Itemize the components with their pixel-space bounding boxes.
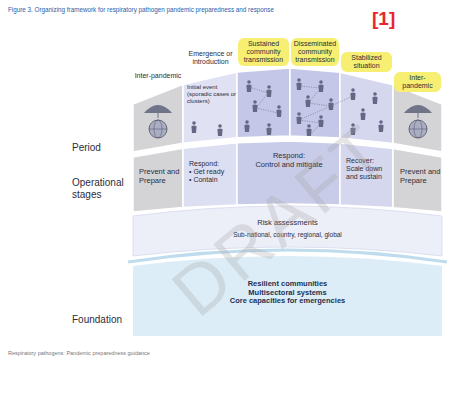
period-heading: Sustained community transmission [238,38,289,66]
period-column [340,72,393,143]
person-icon [252,100,257,112]
band-note: Sub-national, country, regional, global [150,231,425,238]
person-icon [276,105,281,117]
globe-line [409,129,427,130]
person-icon [360,108,365,120]
stage-column [393,148,442,212]
person-icon [266,123,271,135]
period-heading: Inter-pandemic [394,72,441,92]
stage-columns [133,141,442,212]
person-icon [266,85,271,97]
stage-column [340,143,393,208]
stage-item: Scale down and sustain [343,165,393,181]
stage-column [237,141,340,205]
period-column [183,72,237,143]
person-icon [372,92,377,104]
framework-box: Sustained community transmission [237,38,290,136]
person-icon [191,121,196,133]
framework-box: Risk assessmentsSub-national, country, r… [150,219,425,249]
stage-column [133,148,183,212]
framework-box: Prevent and Prepare [135,168,181,206]
figure-title: Figure 3. Organizing framework for respi… [8,6,348,13]
person-icon [244,120,249,132]
people-icons [191,78,383,136]
framework-box: Inter-pandemic [393,72,442,152]
globe [149,120,167,138]
figure-caption: Respiratory pathogens: Pandemic prepared… [8,350,308,356]
row-label: Operational stages [72,177,132,200]
umbrella-globe-icon [144,105,172,138]
dotted-link [331,96,353,106]
person-icon [296,78,301,90]
person-icon [246,80,251,92]
transmission-links [252,86,353,136]
globe-line [149,129,167,130]
stage-name: Respond: [186,160,236,168]
stage-name: Respond: [240,152,338,161]
row-label: Period [72,142,130,154]
framework-box: Respond:• Get ready• Contain [186,160,236,204]
umbrella [144,105,172,113]
foundation-band [133,256,442,336]
period-heading: Disseminated community transmission [291,38,339,66]
person-icon [318,80,323,92]
umbrella-handle [158,113,159,118]
person-icon [328,98,333,110]
band-heading: Risk assessments [150,219,425,228]
person-icon [306,124,311,136]
person-icon [350,88,355,100]
stage-column [183,143,237,208]
stage-item: Control and mitigate [240,161,338,170]
period-column [237,68,290,138]
person-icon [318,115,323,127]
framework-box: Prevent and Prepare [396,168,442,206]
umbrella-handle [418,113,419,118]
person-icon [378,120,383,132]
framework-box: Inter-pandemic [133,72,183,152]
person-icon [217,124,222,136]
person-icon [350,123,355,135]
umbrella-globe-icon [404,105,432,138]
framework-box: Stabilized situation [340,52,393,138]
period-heading: Emergence or introduction [184,50,237,66]
framework-box: Emergence or introductionInitial event (… [184,50,237,144]
risk-band [133,206,442,256]
period-note: Initial event (sporadic cases or cluster… [184,84,237,105]
framework-box: Recover:Scale down and sustain [343,157,393,203]
stage-name: Recover: [343,157,393,165]
framework-box: Respond:Control and mitigate [240,152,338,202]
dotted-link [252,88,278,113]
stage-name: Prevent and Prepare [135,168,181,185]
globe [409,120,427,138]
period-column [393,85,442,152]
dotted-link [299,86,331,136]
period-column [290,68,340,138]
stage-item: • Contain [186,176,236,184]
row-label: Foundation [72,314,132,326]
person-icon [296,112,301,124]
foundation-item: Resilient communities [150,280,425,289]
framework-box: Resilient communitiesMultisectoral syste… [150,280,425,320]
stage-item: • Get ready [186,168,236,176]
stage-name: Prevent and Prepare [396,168,442,185]
period-columns [133,68,442,152]
foundation-item: Multisectoral systems [150,289,425,298]
person-icon [305,95,310,107]
framework-box: Disseminated community transmission [290,38,340,136]
foundation-item: Core capacities for emergencies [150,297,425,306]
period-heading: Inter-pandemic [133,72,183,80]
umbrella [404,105,432,113]
period-column [133,84,183,152]
callout-number: [1] [372,8,412,30]
period-heading: Stabilized situation [341,52,392,72]
